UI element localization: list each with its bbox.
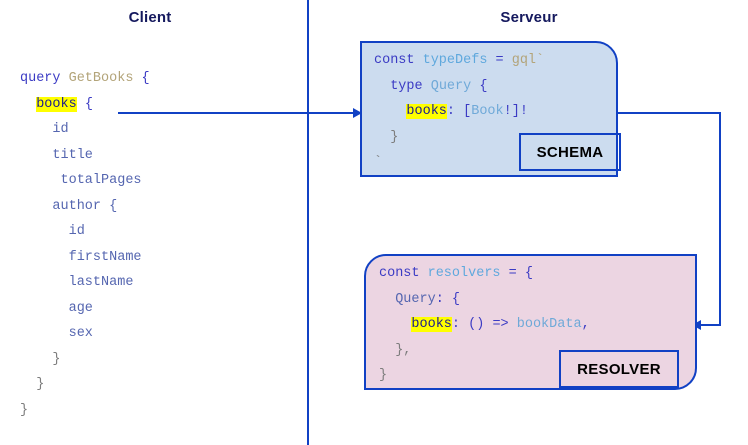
code-line: `: [374, 150, 544, 176]
schema-code: const typeDefs = gql` type Query { books…: [374, 48, 544, 176]
code-token: author {: [52, 198, 118, 214]
code-token: : (): [451, 317, 493, 332]
code-line: totalPages: [20, 168, 150, 194]
code-line: }: [20, 347, 150, 373]
code-line: books: [Book!]!: [374, 99, 544, 125]
code-token: GetBooks: [68, 71, 134, 86]
code-token: =>: [492, 317, 509, 332]
code-line: title: [20, 143, 150, 169]
code-token: id: [68, 224, 85, 239]
code-token: {: [76, 96, 93, 112]
code-token: totalPages: [52, 173, 142, 188]
code-token: },: [395, 342, 412, 358]
code-line: query GetBooks {: [20, 66, 150, 92]
code-line: }: [374, 125, 544, 151]
code-line: books {: [20, 92, 150, 118]
client-query-code: query GetBooks { books { id title totalP…: [20, 66, 150, 423]
code-token: firstName: [68, 249, 142, 265]
code-line: },: [379, 338, 590, 364]
code-line: const resolvers = {: [379, 261, 590, 287]
code-token: sex: [68, 326, 93, 341]
code-token: : {: [435, 291, 461, 307]
highlighted-token: books: [406, 104, 447, 119]
resolver-code: const resolvers = { Query: { books: () =…: [379, 261, 590, 389]
code-token: resolvers: [427, 266, 501, 281]
code-token: [509, 317, 517, 332]
code-line: Query: {: [379, 287, 590, 313]
code-line: }: [20, 372, 150, 398]
code-token: }: [36, 377, 45, 392]
code-token: age: [68, 300, 93, 316]
code-token: bookData: [516, 317, 582, 332]
connector-client-to-schema-arrowhead: [353, 108, 362, 118]
code-token: =: [487, 53, 512, 68]
code-token: title: [52, 147, 93, 163]
code-token: : [: [446, 104, 472, 119]
code-line: author {: [20, 194, 150, 220]
code-token: {: [133, 71, 150, 86]
code-token: Query: [430, 78, 472, 94]
code-line: }: [20, 398, 150, 424]
code-token: !]!: [503, 104, 528, 119]
code-token: const: [379, 266, 428, 281]
server-column-title: Serveur: [500, 9, 558, 26]
code-line: age: [20, 296, 150, 322]
code-token: }: [52, 351, 61, 367]
schema-tag-label: SCHEMA: [519, 133, 621, 171]
code-token: Book: [471, 104, 504, 119]
code-line: id: [20, 117, 150, 143]
code-token: gql`: [511, 53, 545, 68]
code-line: firstName: [20, 245, 150, 271]
highlighted-token: books: [411, 317, 452, 332]
code-token: }: [390, 129, 399, 145]
code-token: }: [379, 368, 388, 383]
client-server-divider: [307, 0, 309, 445]
code-line: id: [20, 219, 150, 245]
resolver-tag-label: RESOLVER: [559, 350, 679, 388]
connector-schema-to-resolver-top: [617, 112, 721, 114]
code-line: }: [379, 363, 590, 389]
code-line: const typeDefs = gql`: [374, 48, 544, 74]
connector-client-to-schema-line: [118, 112, 358, 114]
code-line: lastName: [20, 270, 150, 296]
code-line: books: () => bookData,: [379, 312, 590, 338]
connector-schema-to-resolver-bottom: [700, 324, 721, 326]
highlighted-token: books: [36, 96, 77, 112]
client-column-title: Client: [128, 9, 172, 26]
connector-schema-to-resolver-vertical: [719, 112, 721, 326]
code-token: Query: [395, 291, 436, 307]
schema-box: const typeDefs = gql` type Query { books…: [360, 41, 618, 177]
resolver-box: const resolvers = { Query: { books: () =…: [364, 254, 697, 390]
code-token: const: [374, 53, 423, 68]
code-token: {: [471, 78, 488, 94]
code-token: lastName: [68, 275, 134, 290]
code-token: typeDefs: [422, 53, 488, 68]
code-token: query: [20, 71, 69, 86]
code-token: ,: [581, 317, 590, 332]
code-token: type: [390, 78, 431, 94]
code-token: }: [20, 402, 29, 418]
code-token: `: [374, 155, 383, 170]
code-line: type Query {: [374, 74, 544, 100]
code-token: = {: [500, 266, 533, 281]
code-token: id: [52, 122, 69, 137]
code-line: sex: [20, 321, 150, 347]
